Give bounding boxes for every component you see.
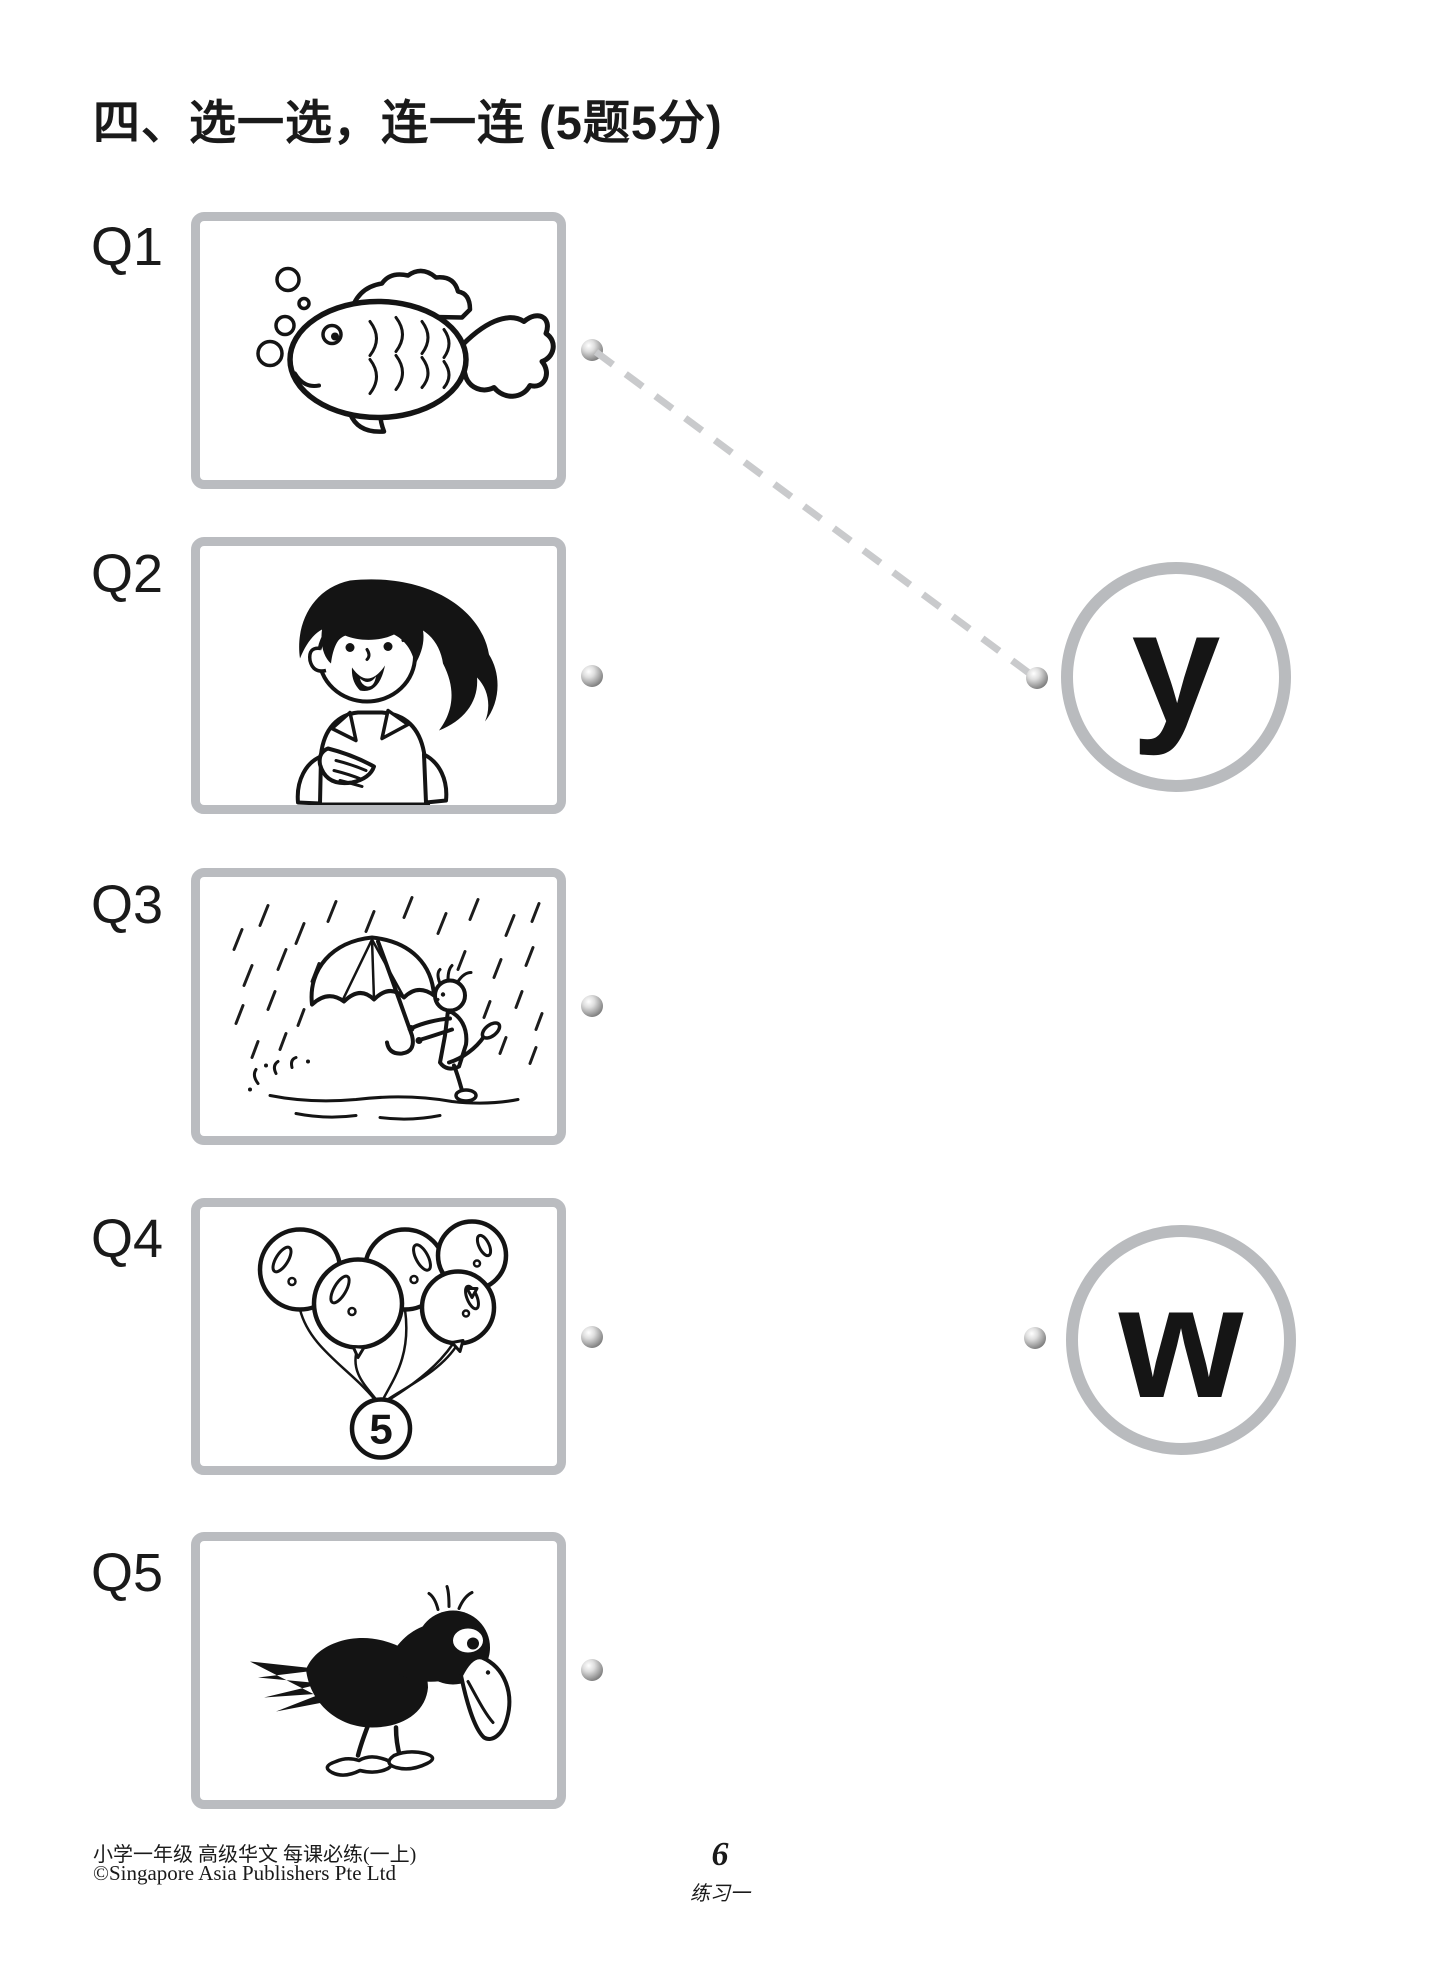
connect-dot-q2[interactable] — [581, 665, 603, 687]
footer-series-title: 小学一年级 高级华文 每课必练(一上) — [93, 1844, 417, 1866]
balloon-count-label: 5 — [369, 1406, 392, 1453]
question-box-q3 — [191, 868, 566, 1145]
question-box-q1 — [191, 212, 566, 489]
page-number: 6 — [711, 1836, 729, 1873]
question-box-q2 — [191, 537, 566, 814]
connect-dot-q4[interactable] — [581, 1326, 603, 1348]
question-label-q5: Q5 — [91, 1543, 164, 1603]
footer-copyright: ©Singapore Asia Publishers Pte Ltd — [93, 1861, 396, 1885]
question-label-q2: Q2 — [91, 544, 164, 604]
question-label-q4: Q4 — [91, 1209, 164, 1269]
option-circle-y[interactable]: y — [1061, 562, 1291, 792]
dashed-connection-q1-y — [593, 349, 1036, 679]
option-circle-w[interactable]: w — [1066, 1225, 1296, 1455]
crow-illustration — [250, 1585, 512, 1777]
connect-dot-option-y[interactable] — [1026, 667, 1048, 689]
connect-dot-option-w[interactable] — [1024, 1327, 1046, 1349]
section-title: 四、选一选，连一连 (5题5分) — [93, 96, 723, 149]
exercise-label: 练习一 — [690, 1883, 750, 1905]
girl-illustration — [295, 579, 498, 805]
fish-illustration — [256, 266, 556, 434]
question-box-q4: 5 — [191, 1198, 566, 1475]
connect-dot-q1[interactable] — [581, 339, 603, 361]
balloons-illustration: 5 — [257, 1219, 509, 1460]
question-label-q3: Q3 — [91, 875, 164, 935]
option-letter-w: w — [1118, 1252, 1244, 1431]
connect-dot-q5[interactable] — [581, 1659, 603, 1681]
option-letter-y: y — [1131, 577, 1221, 756]
connect-dot-q3[interactable] — [581, 995, 603, 1017]
question-label-q1: Q1 — [91, 217, 164, 277]
question-box-q5 — [191, 1532, 566, 1809]
rain-umbrella-illustration — [232, 896, 544, 1121]
